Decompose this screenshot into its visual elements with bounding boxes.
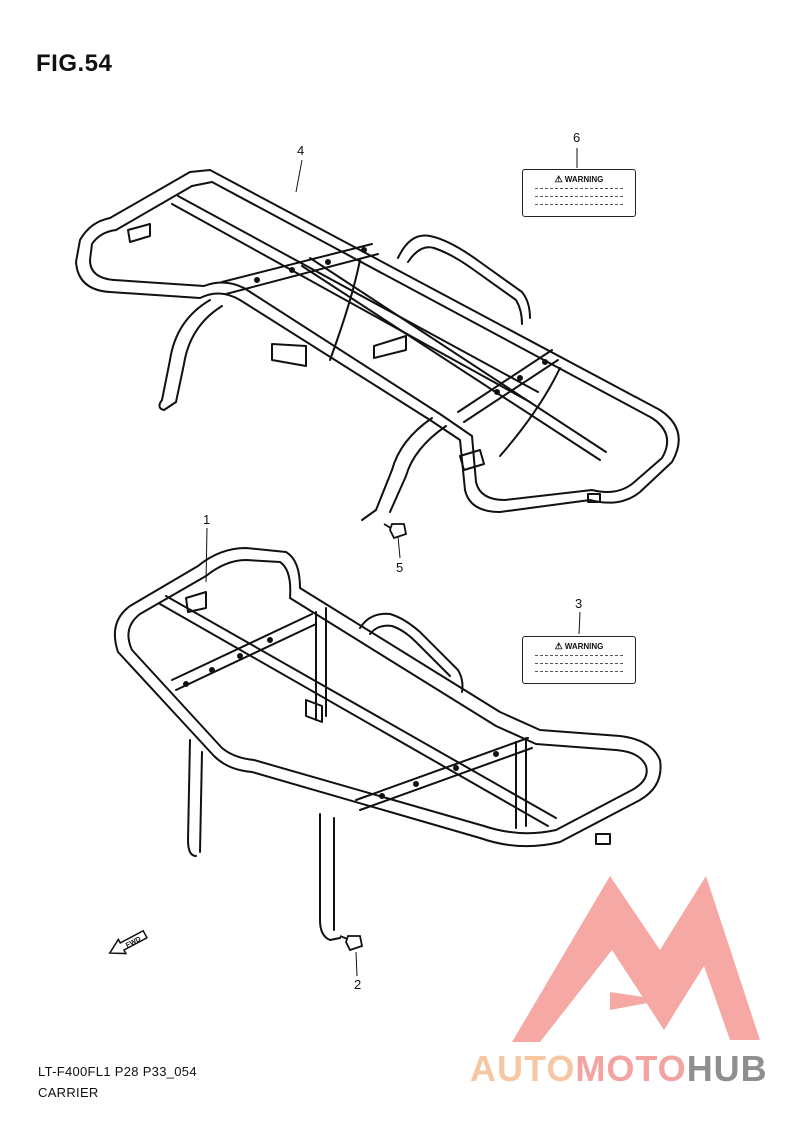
- watermark-auto: AUTO: [470, 1048, 576, 1089]
- watermark-text: AUTOMOTOHUB: [470, 1048, 768, 1090]
- label-line: [535, 188, 623, 189]
- bolt-5: [383, 523, 408, 540]
- rear-carrier-4: [75, 169, 680, 521]
- warning-label-6: ⚠WARNING: [522, 169, 636, 217]
- callout-part-6: 6: [573, 130, 581, 145]
- warning-triangle-icon: ⚠: [554, 174, 563, 184]
- fwd-arrow-text: FWD: [125, 936, 142, 950]
- watermark-hub: HUB: [686, 1048, 768, 1089]
- callout-part-2: 2: [354, 977, 362, 992]
- callout-part-1: 1: [203, 512, 211, 527]
- bolt-2: [339, 935, 364, 952]
- figure-title: FIG.54: [36, 50, 113, 77]
- label-line: [535, 196, 623, 197]
- leader-lines: [205, 148, 581, 977]
- front-carrier-1: [114, 547, 662, 941]
- callout-part-3: 3: [575, 596, 583, 611]
- label-line: [535, 204, 623, 205]
- watermark-moto: MOTO: [575, 1048, 687, 1089]
- fwd-arrow-icon: FWD: [108, 929, 148, 955]
- triangle-logo-icon: [512, 876, 760, 1042]
- callout-part-4: 4: [297, 143, 305, 158]
- warning-triangle-icon: ⚠: [554, 641, 563, 651]
- warning-label-6-header: ⚠WARNING: [554, 174, 604, 184]
- label-line: [535, 655, 623, 656]
- diagram-code: LT-F400FL1 P28 P33_054: [38, 1064, 197, 1079]
- warning-label-3-header: ⚠WARNING: [554, 641, 604, 651]
- warning-label-3: ⚠WARNING: [522, 636, 636, 684]
- label-line: [535, 663, 623, 664]
- callout-part-5: 5: [396, 560, 404, 575]
- diagram-name: CARRIER: [38, 1085, 99, 1100]
- label-line: [535, 671, 623, 672]
